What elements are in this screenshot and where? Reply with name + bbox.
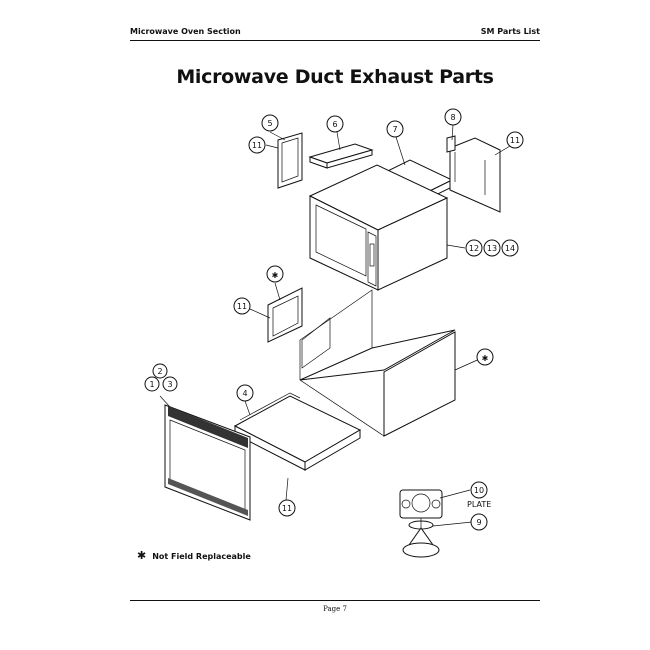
part-5-panel: [277, 132, 303, 189]
callout-8: 8: [444, 108, 462, 126]
svg-text:8: 8: [450, 113, 455, 122]
callout-star-panel: ✱: [266, 265, 284, 283]
shield-panel: [267, 287, 303, 343]
svg-text:9: 9: [476, 518, 481, 527]
callout-13: 13: [483, 239, 501, 257]
page-title: Microwave Duct Exhaust Parts: [176, 66, 494, 88]
plate-label: PLATE: [467, 500, 491, 509]
callout-12: 12: [465, 239, 483, 257]
svg-text:4: 4: [242, 389, 247, 398]
footer-rule: [130, 600, 540, 601]
svg-text:11: 11: [237, 302, 247, 311]
svg-text:10: 10: [474, 486, 484, 495]
callout-7: 7: [386, 120, 404, 138]
callout-11-bottom: 11: [278, 499, 296, 517]
callout-star-duct: ✱: [476, 348, 494, 366]
callout-10: 10: [470, 481, 488, 499]
svg-text:13: 13: [487, 244, 497, 253]
callout-3: 3: [162, 376, 178, 392]
callout-6: 6: [326, 115, 344, 133]
callout-11-top: 11: [248, 136, 266, 154]
callout-14: 14: [501, 239, 519, 257]
section-title: Microwave Oven Section: [130, 27, 241, 36]
svg-text:1: 1: [149, 380, 154, 389]
svg-text:6: 6: [332, 120, 337, 129]
part-8-side-panel: [446, 135, 501, 213]
part-4-tray: [233, 392, 362, 471]
microwave-body: [308, 164, 449, 291]
callout-9: 9: [470, 513, 488, 531]
part-6-plate: [308, 143, 374, 169]
document-title: SM Parts List: [480, 27, 540, 36]
svg-text:✱: ✱: [482, 354, 489, 363]
callout-2: 2: [152, 363, 168, 379]
svg-text:11: 11: [282, 504, 292, 513]
svg-text:✱: ✱: [272, 271, 279, 280]
svg-text:7: 7: [392, 125, 397, 134]
page-number: Page 7: [323, 605, 347, 613]
svg-text:14: 14: [505, 244, 515, 253]
callout-4: 4: [236, 384, 254, 402]
callout-11-right: 11: [506, 131, 524, 149]
svg-text:12: 12: [469, 244, 479, 253]
callout-1: 1: [144, 376, 160, 392]
legend-note: ✱ Not Field Replaceable: [137, 549, 251, 562]
fan-plate-assembly: [399, 489, 443, 558]
leader-lines: [159, 124, 511, 527]
front-grille-frame: [164, 404, 251, 521]
svg-text:5: 5: [267, 119, 272, 128]
legend-text: Not Field Replaceable: [152, 552, 251, 561]
svg-text:3: 3: [167, 380, 172, 389]
svg-text:11: 11: [510, 136, 520, 145]
duct-housing: [299, 289, 456, 437]
page-header: Microwave Oven Section SM Parts List: [130, 26, 540, 41]
callout-11-mid: 11: [233, 297, 251, 315]
svg-text:2: 2: [157, 367, 162, 376]
svg-text:11: 11: [252, 141, 262, 150]
asterisk-icon: ✱: [137, 549, 147, 562]
callout-5: 5: [261, 114, 279, 132]
